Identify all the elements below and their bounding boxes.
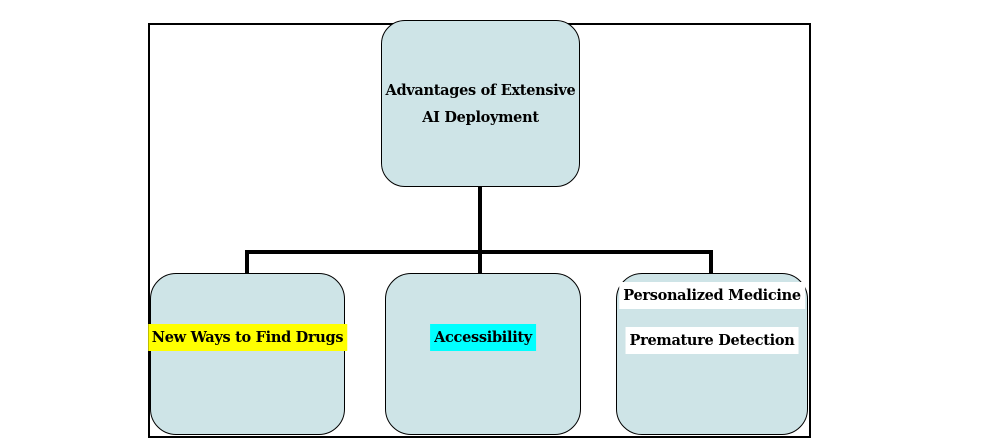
root-node-label-line2: AI Deployment bbox=[422, 108, 539, 126]
connector-root-stem bbox=[478, 186, 482, 253]
child-node-accessibility: Accessibility bbox=[385, 273, 581, 435]
child-node-new-ways-to-find-drugs: New Ways to Find Drugs bbox=[147, 273, 348, 435]
connector-drop-left bbox=[245, 250, 249, 275]
node-label-accessibility: Accessibility bbox=[430, 324, 536, 351]
connector-drop-right bbox=[709, 250, 713, 275]
root-node-advantages: Advantages of Extensive AI Deployment bbox=[381, 20, 580, 187]
node-label-personalized-medicine: Personalized Medicine bbox=[619, 282, 805, 309]
root-node-label-line1: Advantages of Extensive bbox=[385, 81, 576, 99]
node-label-new-ways-to-find-drugs: New Ways to Find Drugs bbox=[147, 324, 348, 351]
connector-drop-middle bbox=[478, 250, 482, 275]
node-label-premature-detection: Premature Detection bbox=[625, 327, 799, 354]
child-node-medicine: Personalized Medicine Premature Detectio… bbox=[616, 273, 808, 435]
